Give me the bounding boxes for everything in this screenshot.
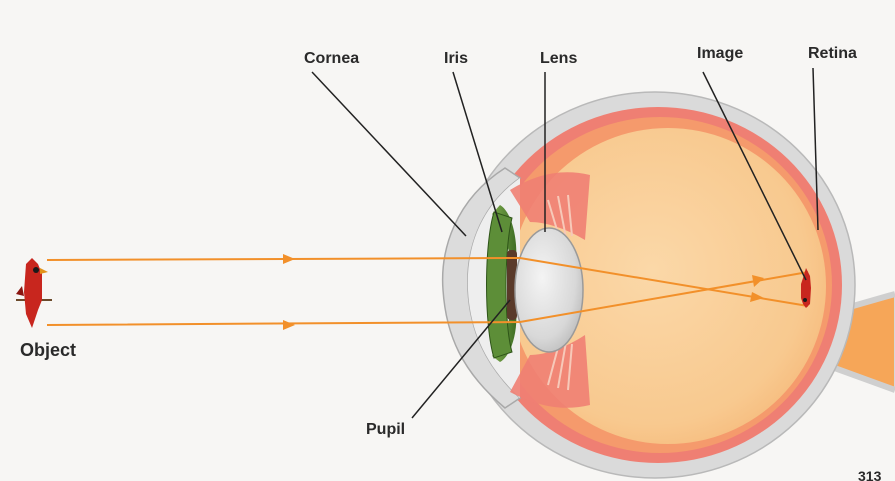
arrow-bottom-right-icon [752,275,764,287]
light-rays [46,256,809,326]
arrow-top-right-icon [750,292,764,302]
leader-pupil [411,299,511,419]
leader-iris [452,71,503,233]
page-number: 313 [858,468,882,481]
ray-top [46,256,809,307]
arrow-bottom-left-icon [283,320,295,330]
label-cornea: Cornea [304,50,359,67]
lens [514,227,584,353]
label-image: Image [697,45,743,62]
label-lens: Lens [540,50,577,67]
image-bird-icon [801,268,811,308]
leader-retina [812,67,819,231]
ciliary-body-bottom [510,335,590,408]
leader-lines [311,67,819,419]
vitreous-body [510,128,826,444]
suspensory-ligaments [547,194,573,391]
label-iris: Iris [444,50,468,67]
leader-image [702,71,807,281]
ray-arrowheads [283,254,764,330]
label-pupil: Pupil [366,421,405,438]
label-object: Object [20,340,76,360]
pupil [507,250,517,320]
leader-cornea [311,71,467,237]
arrow-top-left-icon [283,254,295,264]
ray-bottom [46,271,809,326]
label-retina: Retina [808,45,857,62]
object-bird-icon [16,258,52,328]
